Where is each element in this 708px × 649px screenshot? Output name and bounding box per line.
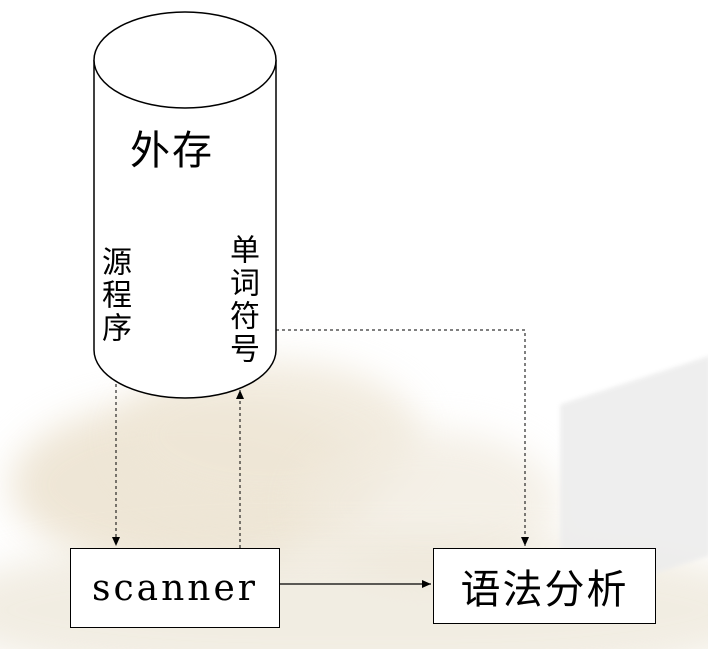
parser-box: 语法分析 <box>433 548 656 624</box>
scanner-box: scanner <box>70 548 280 628</box>
scanner-label: scanner <box>92 568 258 609</box>
storage-to-parser-arrow <box>276 330 525 546</box>
cylinder-top <box>94 12 276 108</box>
storage-title: 外存 <box>130 118 214 176</box>
token-label: 单词符号 <box>224 234 258 366</box>
parser-label: 语法分析 <box>461 557 629 615</box>
source-program-label: 源程序 <box>96 246 130 345</box>
